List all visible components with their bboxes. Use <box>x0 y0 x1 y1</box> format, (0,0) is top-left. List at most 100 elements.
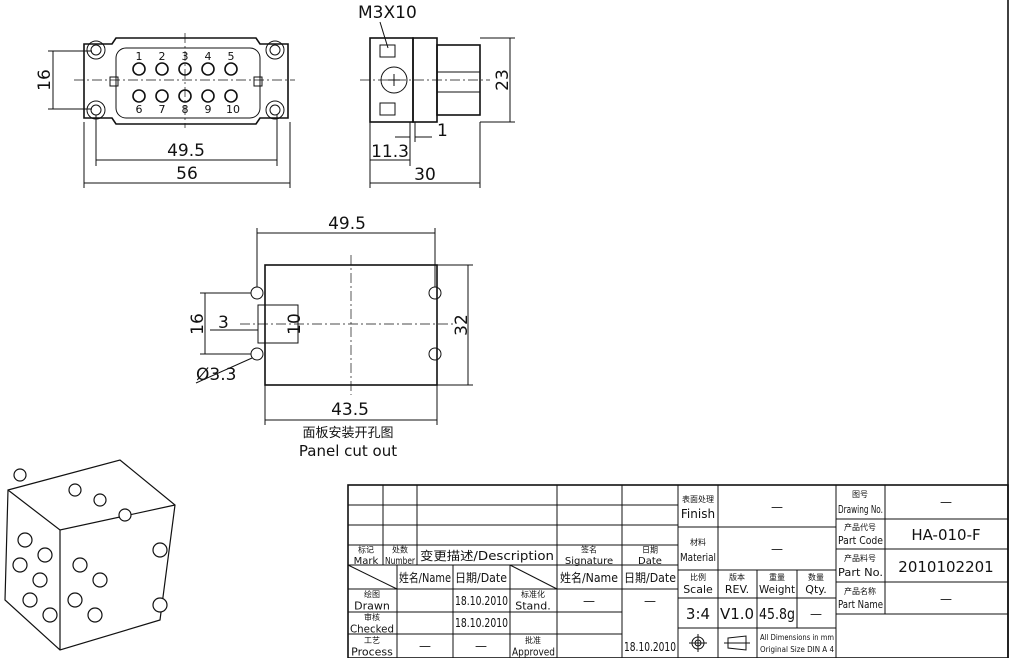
mount-hole <box>428 347 442 361</box>
title-block: 标记 Mark 处数 Number 变更描述/Description 签名 Si… <box>347 484 1009 658</box>
insert-outline <box>115 47 261 119</box>
panel-cutout-view: 49.5 32 16 3 10 Ø3.3 43.5 面板安装开孔图 Panel … <box>188 214 473 460</box>
rev-cn: 版本 <box>729 572 745 582</box>
part-name-cn: 产品名称 <box>844 586 876 596</box>
pin-label: 1 <box>136 50 143 63</box>
stand-cn: 标准化 <box>521 589 545 599</box>
qty-value: — <box>810 607 822 621</box>
approved-label: Approved <box>512 646 555 658</box>
dim-hole-spacing: 49.5 <box>328 214 366 234</box>
checked-label: Checked <box>350 623 394 636</box>
name-col-header-2: 姓名/Name <box>560 570 618 585</box>
dim-depth: 30 <box>414 165 436 185</box>
dim-height: 23 <box>493 69 513 91</box>
number-label: Number <box>385 556 416 567</box>
front-view: 1 2 3 4 5 6 7 8 9 10 16 49.5 56 <box>35 33 295 188</box>
scale-label: Scale <box>683 583 713 596</box>
approved-cn: 批准 <box>525 635 541 645</box>
name-col-header: 姓名/Name <box>399 570 451 585</box>
pin-label: 7 <box>159 103 166 116</box>
checked-date: 18.10.2010 <box>455 616 508 630</box>
mark-label: Mark <box>354 556 379 567</box>
date-cn: 日期 <box>642 546 658 555</box>
dim-height: 32 <box>452 314 472 336</box>
dim-slot-height: 10 <box>285 313 305 335</box>
part-code-cn: 产品代号 <box>844 522 876 532</box>
latch-right <box>253 76 263 87</box>
stand-name: — <box>583 594 595 608</box>
finish-value: — <box>771 500 783 514</box>
first-angle-projection-icon <box>689 634 750 652</box>
stand-date: — <box>644 594 656 608</box>
rev-value: V1.0 <box>720 605 754 623</box>
process-date: — <box>475 639 487 653</box>
material-cn: 材料 <box>690 537 706 547</box>
mount-hole <box>428 286 442 300</box>
drawing-no-value: — <box>940 495 952 509</box>
weight-value: 45.8g <box>759 605 795 623</box>
material-label: Material <box>680 551 716 564</box>
part-no-value: 2010102201 <box>898 558 993 576</box>
scale-value: 3:4 <box>686 605 710 623</box>
drawn-label: Drawn <box>354 600 390 613</box>
part-name-value: — <box>940 592 952 606</box>
weight-cn: 重量 <box>769 572 785 582</box>
pin-label: 10 <box>226 103 240 116</box>
pin-label: 4 <box>205 50 212 63</box>
pin-label: 2 <box>159 50 166 63</box>
part-no-cn: 产品料号 <box>844 553 876 563</box>
process-name: — <box>419 639 431 653</box>
number-cn: 处数 <box>392 545 408 555</box>
housing-outline <box>83 37 289 125</box>
pin-label: 6 <box>136 103 143 116</box>
caption-en: Panel cut out <box>299 442 397 460</box>
dim-cut-width: 43.5 <box>331 400 369 420</box>
drawn-date: 18.10.2010 <box>455 594 508 608</box>
dim-hole-vertical: 16 <box>188 313 208 335</box>
pin-label: 5 <box>228 50 235 63</box>
dim-height: 16 <box>35 69 55 91</box>
scale-cn: 比例 <box>690 572 706 582</box>
stand-label: Stand. <box>515 600 551 613</box>
screw-callout: M3X10 <box>358 3 417 23</box>
qty-label: Qty. <box>805 583 826 596</box>
drawing-no-label: Drawing No. <box>838 503 883 516</box>
dim-slot-width: 3 <box>218 313 229 333</box>
qty-cn: 数量 <box>808 572 824 582</box>
checked-cn: 审核 <box>364 612 380 622</box>
process-label: Process <box>351 646 393 658</box>
date-label: Date <box>638 556 662 567</box>
dim-hole-diameter: Ø3.3 <box>196 365 236 385</box>
size-note: Original Size DIN A 4 <box>760 645 834 654</box>
drawing-no-cn: 图号 <box>852 490 868 499</box>
signature-label: Signature <box>565 556 613 567</box>
rev-label: REV. <box>725 583 749 596</box>
latch-left <box>109 76 119 87</box>
mount-hole <box>250 286 264 300</box>
part-code-value: HA-010-F <box>911 526 980 544</box>
connector-3d-illustration <box>4 459 176 651</box>
dim-screw-spacing: 49.5 <box>167 141 205 161</box>
mark-cn: 标记 <box>358 545 374 555</box>
approved-date: 18.10.2010 <box>624 640 676 654</box>
part-code-label: Part Code <box>838 534 883 547</box>
date-col-header: 日期/Date <box>455 571 507 585</box>
side-view: M3X10 23 1 11.3 30 <box>358 3 515 188</box>
finish-label: Finish <box>681 507 715 521</box>
drawn-cn: 绘图 <box>364 589 380 599</box>
material-value: — <box>771 542 783 556</box>
description-header: 变更描述/Description <box>420 548 554 563</box>
part-no-label: Part No. <box>838 566 883 579</box>
weight-label: Weight <box>759 583 796 596</box>
date-col-header-2: 日期/Date <box>624 571 676 585</box>
dim-offset: 1 <box>437 121 448 141</box>
dim-flange: 11.3 <box>371 142 409 162</box>
process-cn: 工艺 <box>364 636 380 645</box>
pin-label: 9 <box>205 103 212 116</box>
dims-note: All Dimensions in mm <box>760 633 834 642</box>
finish-cn: 表面处理 <box>682 494 714 504</box>
part-name-label: Part Name <box>838 598 883 611</box>
dim-width: 56 <box>176 164 198 184</box>
